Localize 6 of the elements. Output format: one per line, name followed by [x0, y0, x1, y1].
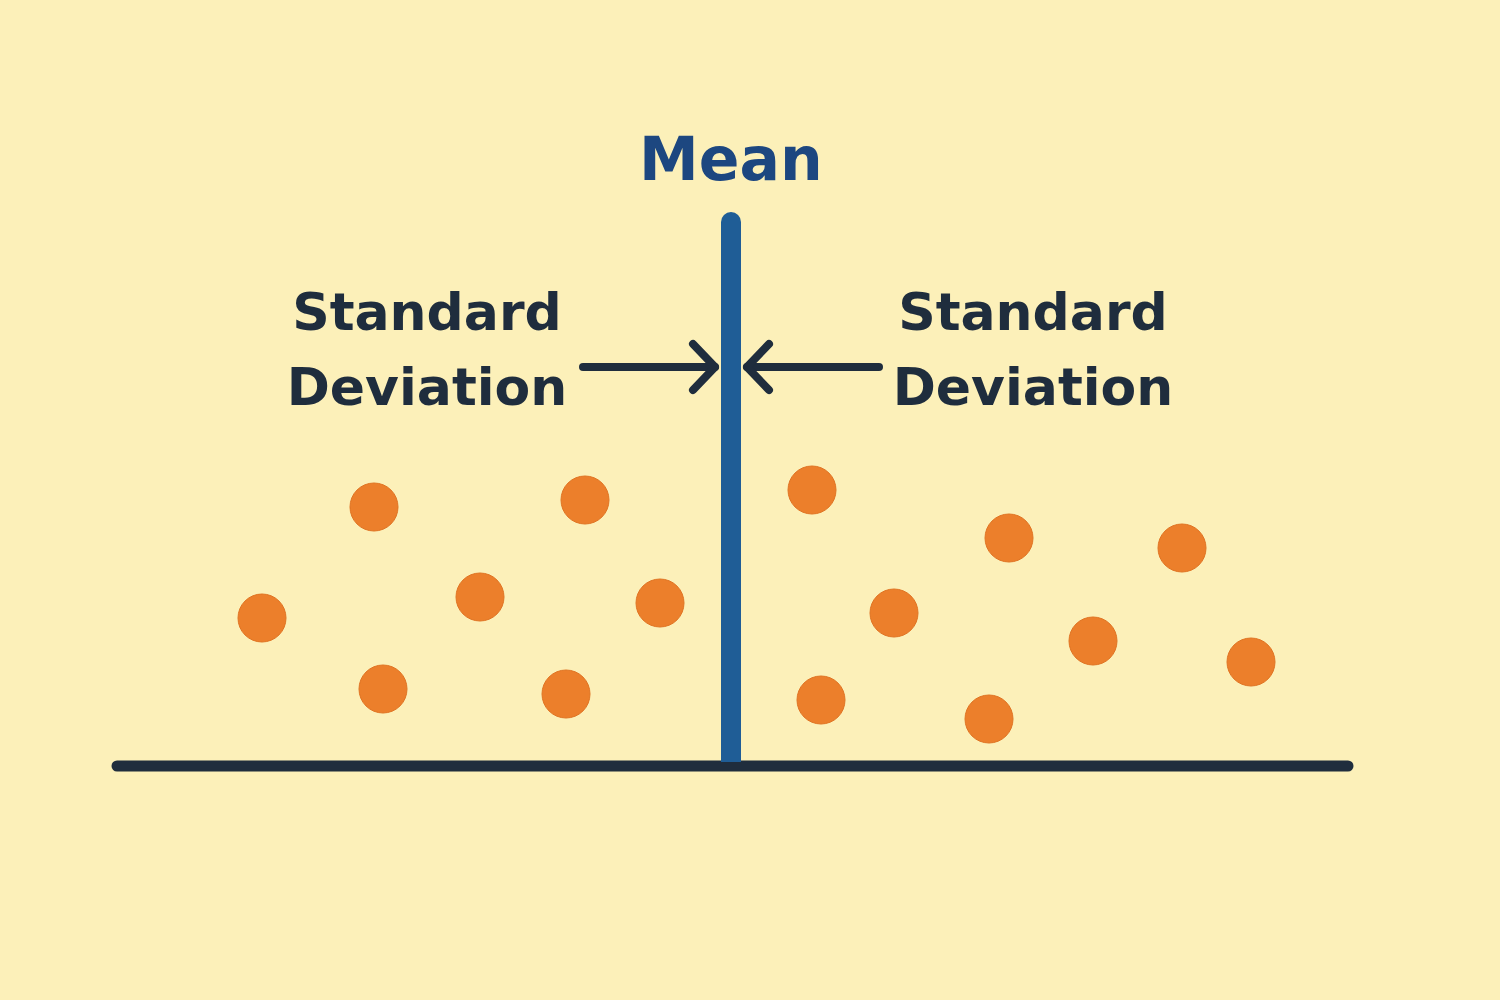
arrow	[743, 340, 883, 394]
annotation-text: Standard Deviation	[277, 275, 577, 425]
line-label: Mean	[639, 124, 823, 194]
vertical-line	[721, 212, 741, 762]
arrow	[579, 340, 719, 394]
annotation-text: Standard Deviation	[883, 275, 1183, 425]
